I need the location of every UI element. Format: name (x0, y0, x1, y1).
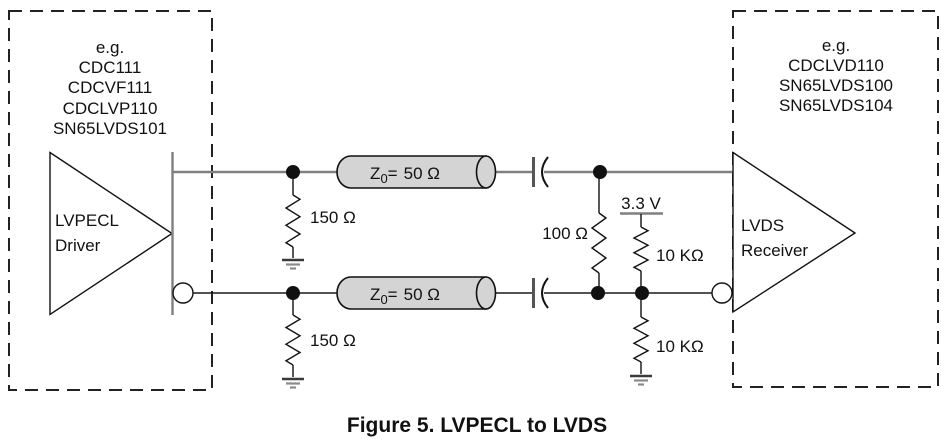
junction-dot (593, 165, 607, 179)
junction-dot (286, 165, 300, 179)
cylinder-end-ellipse (475, 155, 497, 189)
resistor-150-bottom-label: 150 Ω (310, 331, 356, 350)
resistor-150-top (284, 172, 302, 258)
junction-dot (635, 286, 649, 300)
driver-example-3: CDCLVP110 (63, 99, 158, 118)
junction-dot (591, 286, 605, 300)
resistor-150-top-label: 150 Ω (310, 208, 356, 227)
resistor-10k-pulldown-label: 10 KΩ (656, 337, 704, 356)
driver-example-4: SN65LVDS101 (53, 119, 167, 138)
driver-label-line1: LVPECL (55, 211, 119, 230)
driver-label-line2: Driver (55, 236, 101, 255)
ground-symbol-bottom-right (630, 374, 652, 386)
driver-example-parts: e.g. CDC111 CDCVF111 CDCLVP110 SN65LVDS1… (53, 38, 167, 138)
driver-dashed-box (8, 10, 213, 391)
supply-rail: 3.3 V (620, 194, 663, 215)
transmission-line-bottom: Z0=50 Ω (336, 276, 497, 310)
receiver-example-0: e.g. (822, 36, 850, 55)
receiver-label-line1: LVDS (741, 216, 784, 235)
driver-example-2: CDCVF111 (68, 78, 152, 97)
resistor-10k-pullup (632, 214, 650, 293)
resistor-150-bottom (284, 293, 302, 377)
resistor-100 (590, 172, 608, 293)
receiver-example-parts: e.g. CDCLVD110 SN65LVDS100 SN65LVDS104 (779, 36, 893, 115)
cylinder-end-ellipse (475, 276, 497, 310)
inverting-input-bubble (711, 282, 733, 304)
lvds-receiver-symbol: LVDS Receiver (711, 151, 857, 314)
coupling-capacitor-top (532, 156, 549, 188)
resistor-10k-pulldown (632, 293, 650, 374)
receiver-example-1: CDCLVD110 (788, 56, 884, 75)
junction-dots (286, 165, 649, 300)
inverting-output-bubble (172, 282, 194, 304)
transmission-line-top: Z0=50 Ω (336, 155, 497, 189)
lvpecl-driver-symbol: LVPECL Driver (49, 151, 194, 316)
supply-voltage-label: 3.3 V (621, 194, 661, 213)
receiver-example-3: SN65LVDS104 (779, 96, 893, 115)
driver-example-0: e.g. (96, 38, 124, 57)
driver-example-1: CDC111 (79, 58, 142, 77)
z0-label-bottom: Z0=50 Ω (370, 285, 440, 307)
ground-symbol-top-left (282, 258, 304, 270)
resistor-10k-pullup-label: 10 KΩ (656, 246, 704, 265)
receiver-example-2: SN65LVDS100 (779, 76, 893, 95)
coupling-capacitor-bottom (532, 277, 549, 309)
resistor-100-label: 100 Ω (542, 224, 588, 243)
figure-caption: Figure 5. LVPECL to LVDS (347, 414, 607, 437)
ground-symbol-bottom-left (282, 377, 304, 389)
z0-label-top: Z0=50 Ω (370, 164, 440, 186)
receiver-label-line2: Receiver (741, 241, 808, 260)
junction-dot (286, 286, 300, 300)
